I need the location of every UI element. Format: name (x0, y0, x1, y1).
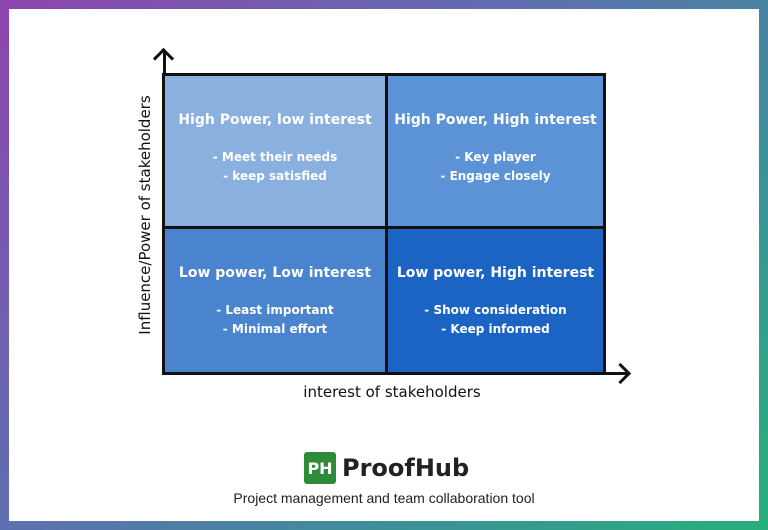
brand-logo: PH ProofHub (304, 451, 469, 485)
quadrant-bullets: - Least important - Minimal effort (216, 301, 334, 339)
bullet-item: - Keep informed (441, 322, 550, 336)
bullet-item: - Show consideration (424, 303, 567, 317)
quadrant-bullets: - Key player - Engage closely (440, 148, 550, 186)
bullet-item: - keep satisfied (223, 169, 327, 183)
quadrant-bullets: - Show consideration - Keep informed (424, 301, 566, 339)
stakeholder-matrix: High Power, low interest - Meet their ne… (162, 73, 606, 375)
proofhub-logo-icon: PH (304, 452, 336, 484)
x-axis-label: interest of stakeholders (303, 383, 481, 401)
bullet-item: - Least important (216, 303, 334, 317)
x-axis-arrow (600, 372, 628, 375)
quadrant-title: High Power, low interest (178, 112, 372, 128)
quadrant-low-power-low-interest: Low power, Low interest - Least importan… (165, 229, 385, 372)
y-axis-label: Influence/Power of stakeholders (136, 95, 154, 335)
quadrant-low-power-high-interest: Low power, High interest - Show consider… (388, 229, 603, 372)
quadrant-bullets: - Meet their needs - keep satisfied (213, 148, 337, 186)
quadrant-title: Low power, Low interest (178, 265, 372, 281)
quadrant-title: Low power, High interest (396, 265, 595, 281)
bullet-item: - Minimal effort (222, 322, 328, 336)
y-axis-arrow (163, 52, 166, 78)
quadrant-title: High Power, High interest (394, 112, 597, 128)
brand-tagline: Project management and team collaboratio… (233, 490, 535, 506)
bullet-item: - Key player (455, 150, 536, 164)
brand-name: ProofHub (342, 454, 470, 482)
quadrant-high-power-high-interest: High Power, High interest - Key player -… (388, 76, 603, 226)
bullet-item: - Meet their needs (212, 150, 338, 164)
quadrant-high-power-low-interest: High Power, low interest - Meet their ne… (165, 76, 385, 226)
bullet-item: - Engage closely (440, 169, 551, 183)
